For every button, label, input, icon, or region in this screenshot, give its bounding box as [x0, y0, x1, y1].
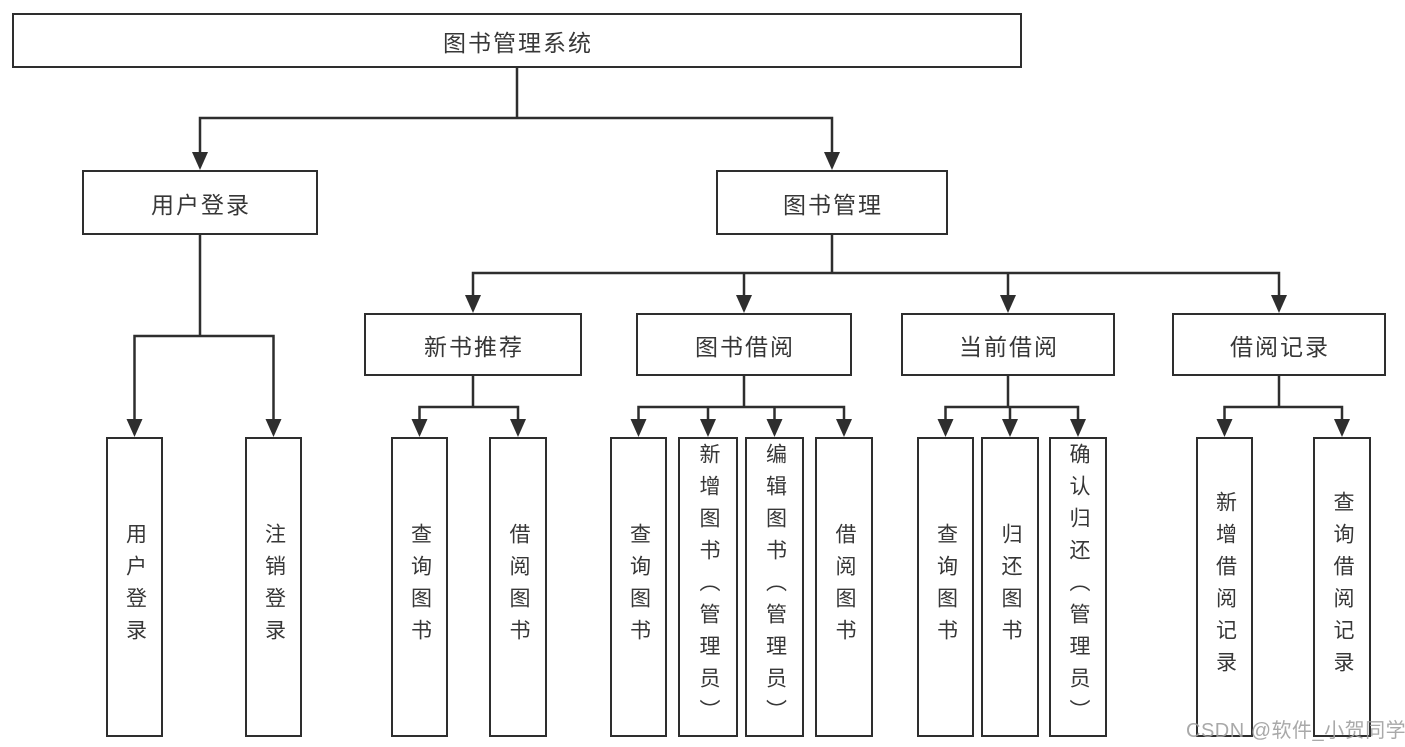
- arrow-icon: [1000, 295, 1016, 313]
- node-label: 用户登录: [151, 191, 251, 218]
- connector-records-to-leaves: [1223, 374, 1344, 423]
- leaf-add-books-admin: 新增图书（管理员）: [678, 437, 738, 737]
- arrow-icon: [766, 419, 783, 437]
- node-label: 借阅记录: [1230, 333, 1330, 360]
- leaf-query-books-current: 查询图书: [917, 437, 974, 737]
- node-label: 借阅图书: [833, 523, 857, 651]
- node-label: 新增图书（管理员）: [697, 443, 721, 731]
- leaf-return-books: 归还图书: [981, 437, 1039, 737]
- connector-recommend-to-leaves: [418, 374, 520, 423]
- node-label: 新书推荐: [424, 333, 524, 360]
- arrow-icon: [1216, 419, 1233, 437]
- node-label: 图书借阅: [695, 333, 795, 360]
- arrow-icon: [1271, 295, 1287, 313]
- connector-borrow-to-leaves: [637, 374, 846, 423]
- arrow-icon: [510, 419, 526, 437]
- connector-login-to-leaves: [133, 233, 275, 423]
- node-borrowing-records: 借阅记录: [1172, 313, 1386, 376]
- node-label: 用户登录: [123, 523, 147, 651]
- arrow-icon: [836, 419, 852, 437]
- leaf-add-borrow-record: 新增借阅记录: [1196, 437, 1253, 737]
- node-label: 图书管理系统: [443, 29, 593, 56]
- connector-manage-to-level3: [471, 233, 1281, 299]
- node-label: 编辑图书（管理员）: [763, 443, 787, 731]
- node-label: 归还图书: [999, 523, 1023, 651]
- node-label: 当前借阅: [959, 333, 1059, 360]
- node-label: 借阅图书: [507, 523, 531, 651]
- arrow-icon: [937, 419, 954, 437]
- node-book-management: 图书管理: [716, 170, 948, 235]
- arrow-icon: [630, 419, 647, 437]
- leaf-borrow-books-recommend: 借阅图书: [489, 437, 547, 737]
- leaf-borrow-books: 借阅图书: [815, 437, 873, 737]
- node-library-management-system: 图书管理系统: [12, 13, 1022, 68]
- node-label: 查询图书: [934, 523, 958, 651]
- leaf-logout: 注销登录: [245, 437, 302, 737]
- arrow-icon: [700, 419, 716, 437]
- node-label: 查询借阅记录: [1331, 491, 1355, 683]
- leaf-user-login: 用户登录: [106, 437, 163, 737]
- leaf-confirm-return-admin: 确认归还（管理员）: [1049, 437, 1107, 737]
- arrow-icon: [1070, 419, 1086, 437]
- node-label: 确认归还（管理员）: [1067, 443, 1091, 731]
- node-label: 注销登录: [262, 523, 286, 651]
- arrow-icon: [465, 295, 481, 313]
- node-label: 查询图书: [627, 523, 651, 651]
- arrow-icon: [824, 152, 840, 170]
- arrow-icon: [265, 419, 282, 437]
- arrowheads: [126, 152, 1350, 437]
- node-book-borrowing: 图书借阅: [636, 313, 852, 376]
- leaf-query-books-recommend: 查询图书: [391, 437, 448, 737]
- leaf-query-borrow-record: 查询借阅记录: [1313, 437, 1371, 737]
- watermark-text: CSDN @软件_小贺同学: [1186, 720, 1405, 742]
- leaf-query-books-borrow: 查询图书: [610, 437, 667, 737]
- node-label: 查询图书: [408, 523, 432, 651]
- leaf-edit-books-admin: 编辑图书（管理员）: [745, 437, 804, 737]
- node-new-book-recommendation: 新书推荐: [364, 313, 582, 376]
- node-label: 新增借阅记录: [1213, 491, 1237, 683]
- arrow-icon: [192, 152, 208, 170]
- arrow-icon: [126, 419, 143, 437]
- arrow-icon: [1334, 419, 1350, 437]
- arrow-icon: [736, 295, 752, 313]
- connector-current-to-leaves: [944, 374, 1080, 423]
- node-label: 图书管理: [783, 191, 883, 218]
- arrow-icon: [411, 419, 428, 437]
- connector-root-to-level2: [198, 66, 834, 156]
- node-current-borrowing: 当前借阅: [901, 313, 1115, 376]
- arrow-icon: [1002, 419, 1018, 437]
- node-user-login: 用户登录: [82, 170, 318, 235]
